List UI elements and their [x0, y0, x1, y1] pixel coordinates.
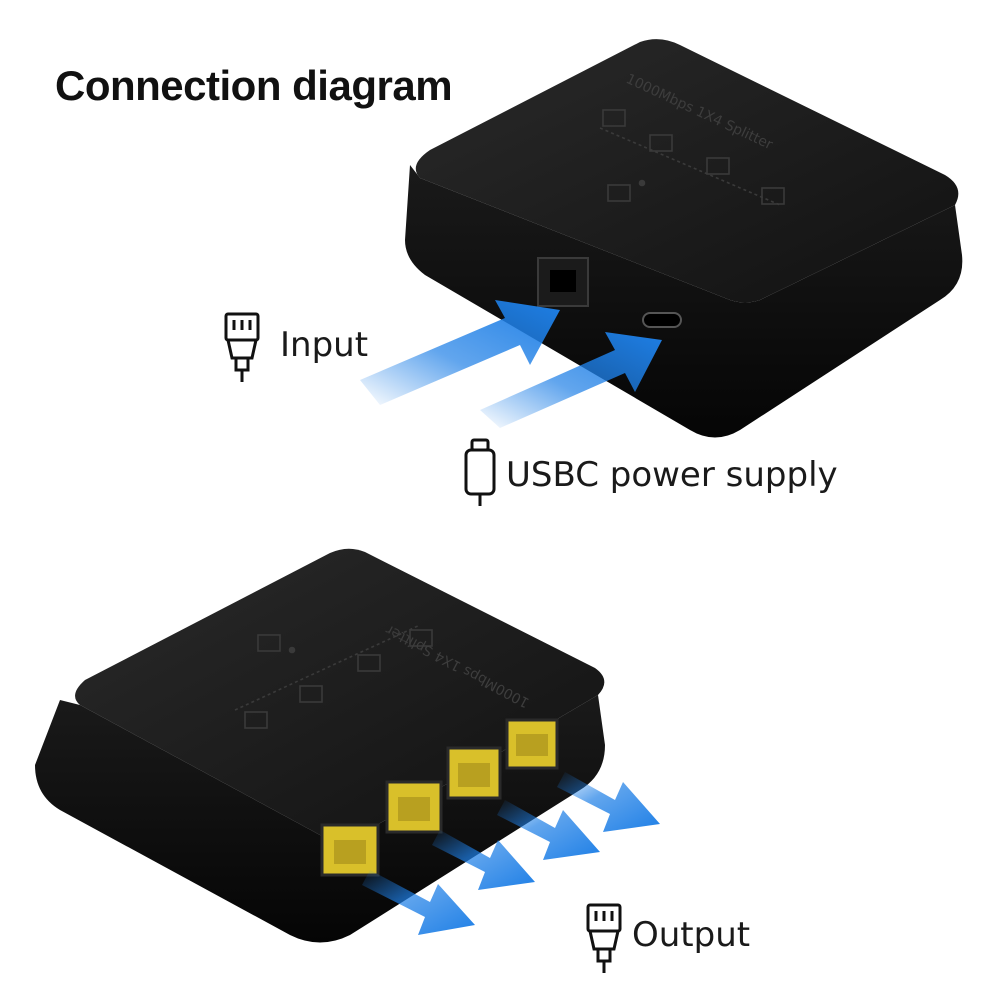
rj45-output-ports [320, 718, 559, 877]
input-arrows [360, 300, 662, 428]
embossed-topology [599, 109, 785, 206]
page-title: Connection diagram [55, 62, 453, 109]
output-port-4 [505, 718, 559, 770]
output-port-3 [446, 746, 502, 800]
usbc-port [642, 312, 682, 328]
embossed-topology-bottom [234, 624, 433, 729]
usbc-power-label: USBC power supply [506, 455, 838, 495]
output-label: Output [632, 915, 751, 955]
input-label: Input [280, 325, 369, 365]
output-port-1 [320, 823, 380, 877]
ethernet-plug-icon [584, 903, 624, 979]
output-arrows [362, 772, 660, 935]
usb-c-plug-icon [462, 438, 498, 512]
output-port-2 [385, 780, 443, 834]
splitter-bottom-device: 1000Mbps 1X4 Splitter [35, 548, 605, 943]
ethernet-plug-icon [222, 312, 262, 388]
splitter-top-device: 1000Mbps 1X4 Splitter [405, 39, 963, 438]
rj45-input-port [537, 257, 589, 307]
